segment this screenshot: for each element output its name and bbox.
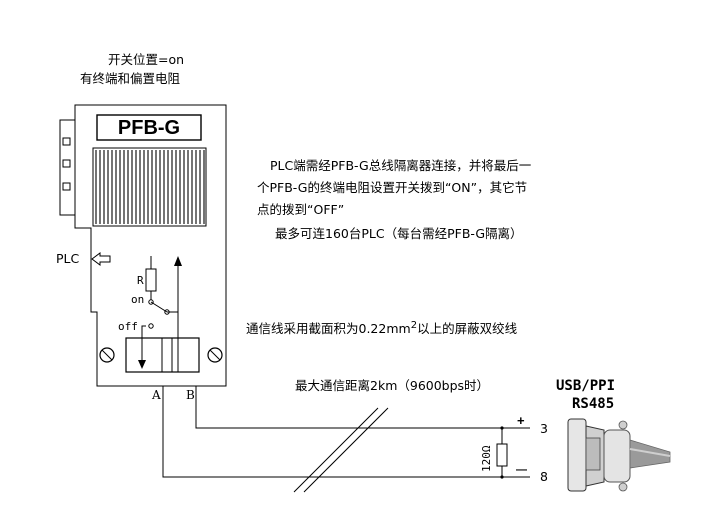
bus-wire-a [162, 386, 530, 478]
instruction-line-1: PLC端需经PFB-G总线隔离器连接，并将最后一 [270, 158, 532, 173]
terminal-b-label: B [186, 388, 195, 402]
switch-off-contact [148, 323, 154, 329]
cable-spec-superscript: 2 [410, 320, 418, 331]
bias-resistor [145, 268, 157, 292]
side-screw-2 [62, 159, 71, 168]
model-label-box [96, 114, 202, 141]
max-distance-text: 最大通信距离2km（9600bps时） [295, 378, 490, 393]
side-screw-1 [62, 137, 71, 146]
termination-bias-note: 有终端和偏置电阻 [80, 71, 181, 86]
cable-break-mark-1 [293, 407, 379, 493]
plc-arrow-icon [91, 252, 111, 266]
up-arrow-icon [174, 256, 182, 266]
switch-on-label: on [131, 293, 144, 306]
cable-spec-text: 通信线采用截面积为0.22mm2以上的屏蔽双绞线 [246, 318, 517, 337]
model-label: PFB-G [118, 117, 180, 139]
plc-label: PLC [56, 251, 80, 266]
terminal-a-label: A [151, 388, 161, 402]
switch-position-note: 开关位置=on [108, 52, 185, 67]
resistor-label: R [137, 274, 144, 287]
instruction-line-2: 个PFB-G的终端电阻设置开关拨到“ON”，其它节 [257, 180, 528, 195]
adapter-subtitle: RS485 [572, 396, 615, 412]
connector-side-bracket [59, 119, 75, 216]
switch-lever [150, 301, 168, 313]
termination-resistor-value: 120Ω [480, 445, 493, 472]
plus-sign: + [517, 413, 525, 428]
termination-resistor [496, 443, 508, 467]
db9-connector-icon [567, 418, 671, 492]
adapter-title: USB/PPI [556, 378, 616, 394]
pin-8-label: 8 [540, 469, 548, 484]
bus-wire-b [195, 386, 530, 429]
minus-sign: — [516, 464, 527, 476]
vent-grille [95, 150, 205, 224]
cable-spec-main: 通信线采用截面积为0.22mm [246, 321, 411, 337]
max-plc-count-text: 最多可连160台PLC（每台需经PFB-G隔离） [275, 226, 523, 241]
cable-break-mark-2 [303, 407, 389, 493]
instruction-line-3: 点的拨到“OFF” [257, 202, 345, 217]
switch-off-label: off [118, 320, 138, 333]
cable-spec-tail: 以上的屏蔽双绞线 [417, 321, 518, 337]
pin-3-label: 3 [540, 421, 548, 436]
side-screw-3 [62, 182, 71, 191]
vent-frame [92, 147, 207, 227]
down-arrow-icon [138, 360, 146, 369]
